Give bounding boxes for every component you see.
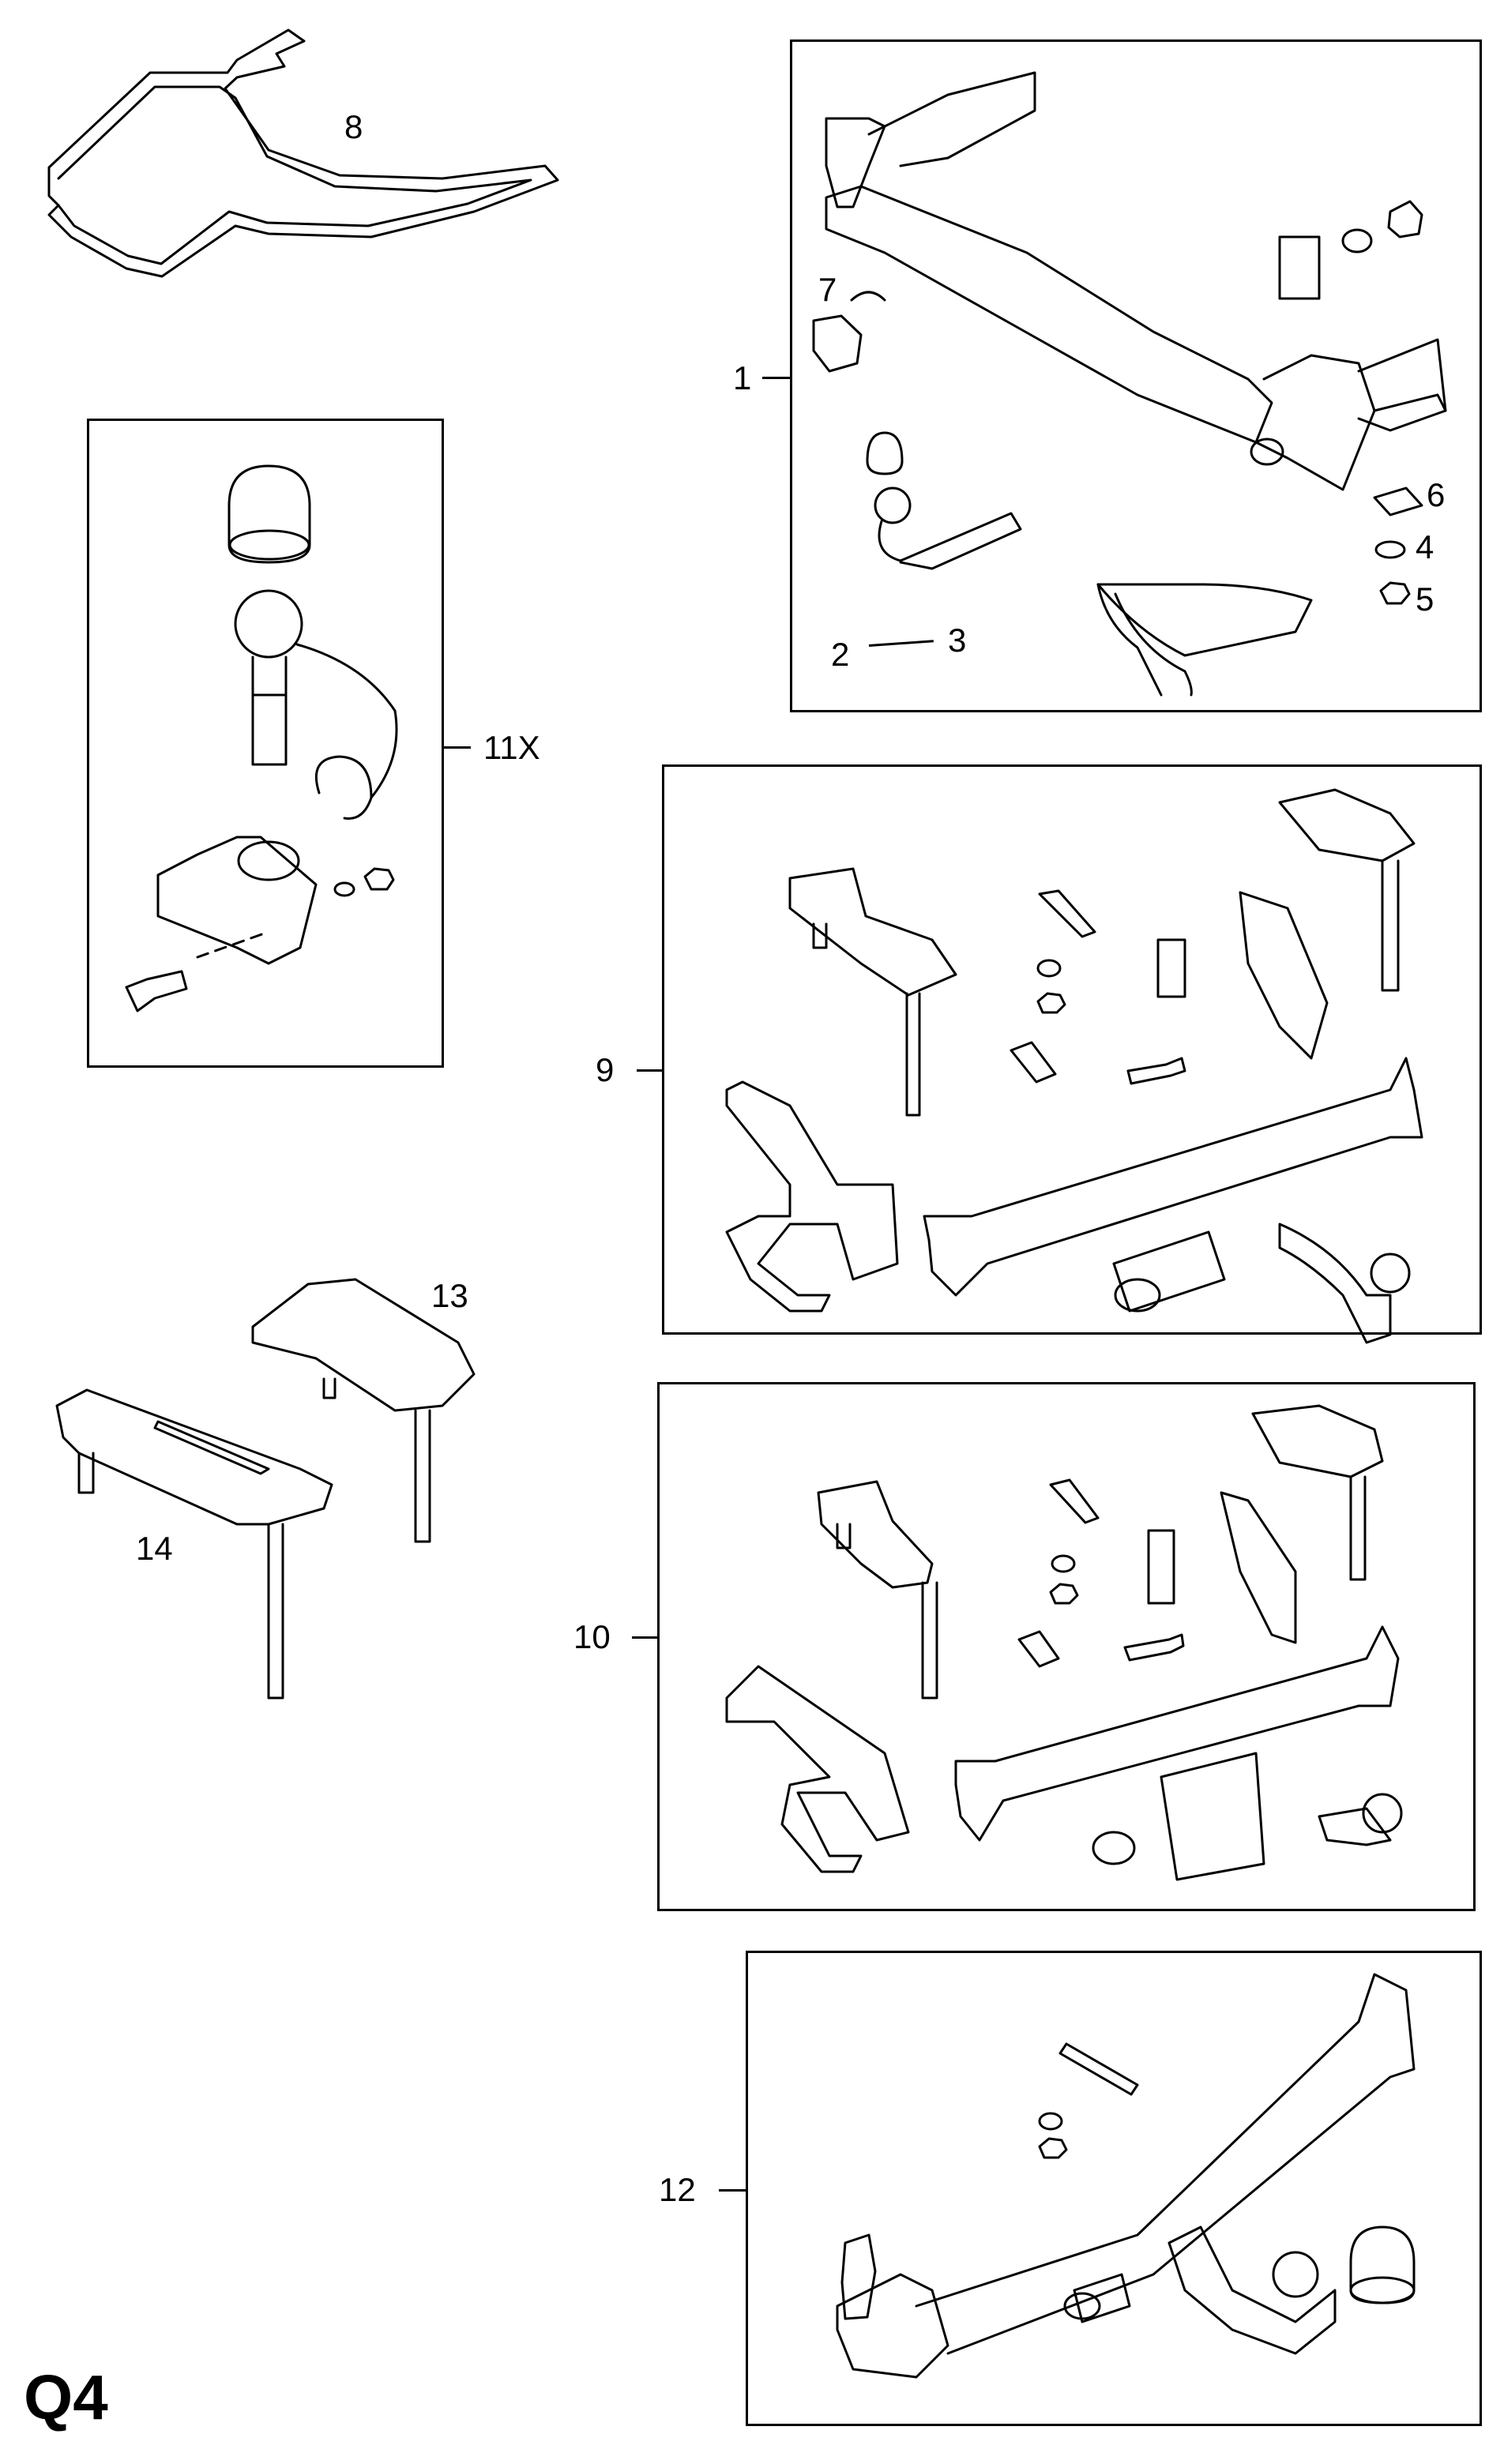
callout-14: 14 xyxy=(136,1530,173,1567)
page-code: Q4 xyxy=(24,2362,108,2432)
group-box-12 xyxy=(746,1951,1482,2426)
callout-6: 6 xyxy=(1427,476,1446,513)
tow-bar-kit-9 xyxy=(725,788,1423,1344)
callout-13: 13 xyxy=(431,1277,468,1314)
leader-line-9 xyxy=(637,1069,662,1072)
callout-2: 2 xyxy=(831,636,850,673)
callout-4: 4 xyxy=(1416,528,1434,565)
floor-mat-part xyxy=(47,28,559,278)
callout-9: 9 xyxy=(596,1051,615,1088)
group-box-11x xyxy=(87,419,444,1068)
callout-11x: 11X xyxy=(483,729,540,766)
group-box-1 xyxy=(790,39,1482,712)
detachable-ball-11x xyxy=(125,464,398,1012)
leader-line-12 xyxy=(719,2189,746,2192)
leader-line-1 xyxy=(762,377,790,379)
leader-line-10 xyxy=(632,1636,657,1639)
callout-1: 1 xyxy=(733,359,752,396)
callout-10: 10 xyxy=(573,1618,611,1655)
callout-8: 8 xyxy=(344,108,363,145)
callout-7: 7 xyxy=(818,271,837,308)
brackets-13-14 xyxy=(55,1278,476,1700)
tow-bar-assembly-1 xyxy=(812,71,1447,697)
callout-12: 12 xyxy=(659,2171,696,2208)
callout-5: 5 xyxy=(1416,580,1434,618)
callout-3: 3 xyxy=(948,622,967,659)
group-box-9 xyxy=(662,764,1482,1335)
group-box-10 xyxy=(657,1382,1476,1911)
tow-bar-assembly-12 xyxy=(836,1973,1416,2379)
leader-line-11x xyxy=(444,746,471,749)
tow-bar-kit-10 xyxy=(725,1404,1403,1881)
